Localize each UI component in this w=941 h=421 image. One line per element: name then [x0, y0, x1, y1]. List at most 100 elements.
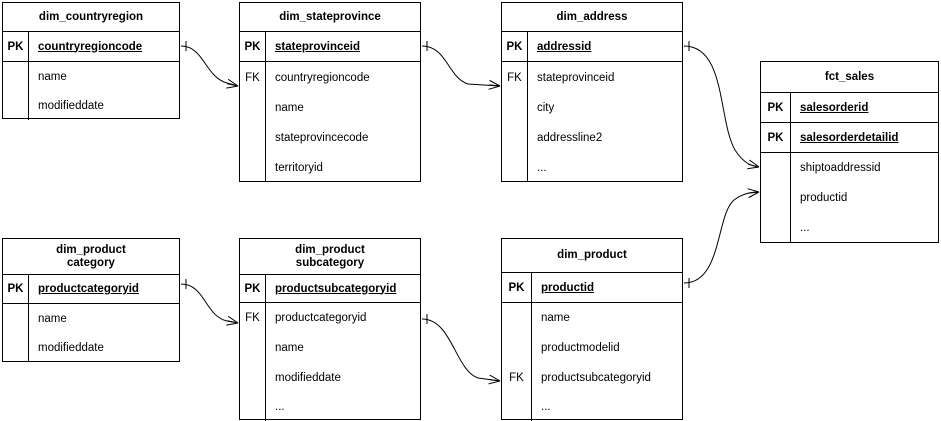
attribute-row[interactable]: PK productsubcategoryid [240, 275, 420, 303]
key-cell-empty [502, 333, 532, 363]
attribute-name: productcategoryid [38, 283, 139, 295]
attribute-row[interactable]: ... [502, 153, 682, 182]
attribute-name: shiptoaddressid [800, 162, 881, 174]
relationship-countryregion-to-stateprovince[interactable] [180, 41, 239, 90]
relationship-line [421, 45, 501, 87]
relationship-line [180, 45, 239, 87]
cardinality-many-marker [488, 374, 501, 385]
relationship-product-to-sales[interactable] [683, 188, 760, 288]
attribute-row[interactable]: name [3, 62, 179, 91]
attribute-row[interactable]: city [502, 93, 682, 123]
entity-title: dim_product [502, 239, 682, 273]
attribute-name: stateprovinceid [537, 71, 615, 84]
entity-title: dim_product subcategory [240, 239, 420, 275]
attribute-name: name [38, 70, 67, 83]
attribute-name: productid [800, 192, 848, 204]
key-cell-empty [3, 333, 29, 362]
key-cell-empty [240, 393, 266, 421]
attribute-name: stateprovincecode [275, 132, 369, 144]
key-cell-empty [240, 153, 266, 182]
key-badge-fk: FK [240, 303, 266, 333]
attribute-row[interactable]: ... [761, 213, 938, 242]
attribute-name: productid [541, 281, 595, 294]
key-cell-empty [240, 93, 266, 123]
attribute-row[interactable]: addressline2 [502, 123, 682, 153]
cardinality-many-marker [747, 159, 760, 170]
attribute-name: modifieddate [38, 341, 104, 354]
attribute-row[interactable]: productid [761, 183, 938, 213]
attribute-row[interactable]: PK productid [502, 273, 682, 303]
attribute-row[interactable]: PK stateprovinceid [240, 32, 420, 62]
attribute-name: countryregioncode [275, 71, 370, 84]
attribute-row[interactable]: name [3, 304, 179, 333]
attribute-name: productsubcategoryid [541, 372, 651, 384]
attribute-row[interactable]: FK productcategoryid [240, 303, 420, 333]
attribute-name: salesorderdetailid [800, 131, 899, 144]
entity-title: fct_sales [761, 62, 938, 93]
key-badge-pk: PK [240, 275, 266, 302]
key-badge-pk: PK [3, 275, 29, 303]
attribute-name: stateprovinceid [275, 40, 360, 53]
attribute-name: countryregioncode [38, 40, 143, 53]
attribute-name: productsubcategoryid [275, 282, 397, 295]
attribute-row[interactable]: PK productcategoryid [3, 275, 179, 304]
key-cell-empty [3, 91, 29, 120]
relationship-address-to-sales[interactable] [683, 41, 760, 171]
attribute-row[interactable]: name [502, 303, 682, 333]
key-cell-empty [240, 123, 266, 153]
attribute-name: name [38, 312, 67, 325]
attribute-row[interactable]: territoryid [240, 153, 420, 182]
key-badge-pk: PK [240, 32, 266, 61]
key-cell-empty [3, 62, 29, 91]
attribute-name: territoryid [275, 161, 323, 174]
attribute-name: modifieddate [38, 99, 104, 112]
key-cell-empty [3, 304, 29, 333]
attribute-row[interactable]: modifieddate [3, 91, 179, 120]
key-cell-empty [240, 333, 266, 363]
attribute-name: ... [800, 221, 810, 234]
relationship-line [683, 191, 760, 284]
key-badge-pk: PK [761, 93, 791, 122]
attribute-row[interactable]: name [240, 93, 420, 123]
cardinality-many-marker [747, 188, 760, 199]
cardinality-many-marker [488, 79, 501, 90]
relationship-line [421, 318, 501, 382]
attribute-row[interactable]: PK salesorderdetailid [761, 123, 938, 153]
relationship-productcategory-to-subcategory[interactable] [180, 279, 239, 327]
key-cell-empty [240, 363, 266, 393]
key-badge-pk: PK [502, 273, 532, 302]
attribute-row[interactable]: shiptoaddressid [761, 153, 938, 183]
key-badge-pk: PK [761, 123, 791, 152]
attribute-row[interactable]: modifieddate [240, 363, 420, 393]
attribute-row[interactable]: ... [502, 393, 682, 421]
attribute-name: productcategoryid [275, 312, 367, 324]
attribute-name: addressline2 [537, 132, 603, 144]
attribute-row[interactable]: ... [240, 393, 420, 421]
key-cell-empty [502, 303, 532, 333]
key-cell-empty [761, 213, 791, 242]
attribute-name: ... [537, 161, 547, 174]
entity-title: dim_product category [3, 239, 179, 275]
relationship-subcategory-to-product[interactable] [421, 314, 501, 385]
relationship-stateprovince-to-address[interactable] [421, 41, 501, 90]
entity-title: dim_stateprovince [240, 3, 420, 32]
attribute-row[interactable]: productmodelid [502, 333, 682, 363]
attribute-row[interactable]: modifieddate [3, 333, 179, 362]
attribute-row[interactable]: name [240, 333, 420, 363]
attribute-name: name [541, 312, 570, 324]
attribute-row[interactable]: stateprovincecode [240, 123, 420, 153]
